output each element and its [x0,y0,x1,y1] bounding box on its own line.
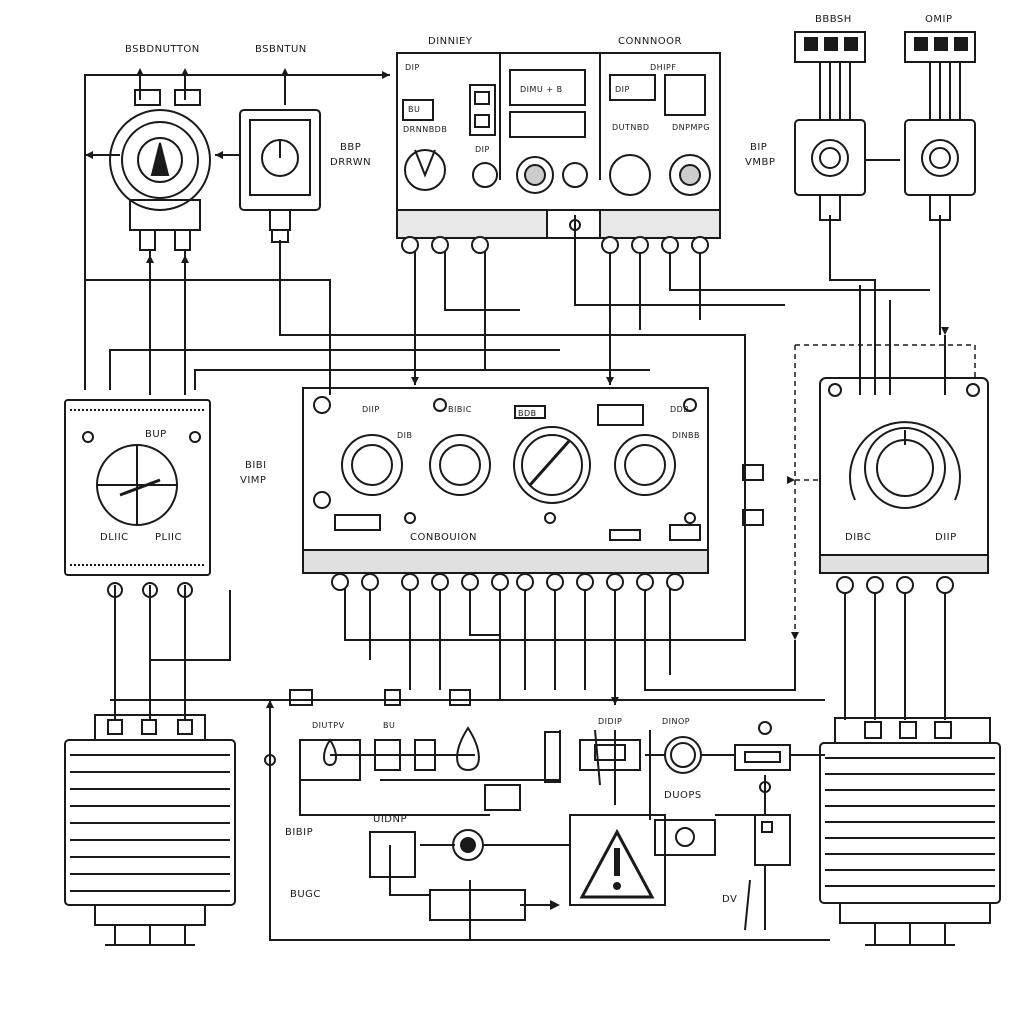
wires [84,74,946,941]
main-control-panel [302,387,709,591]
label-mid-left-b: VIMP [240,475,266,486]
label-bot-5: UIDNP [373,814,407,825]
label-bot-2: BU [383,721,395,730]
label-ctl-9: DNPMPG [672,123,710,132]
label-main-5: DIB [397,431,413,440]
right-dial-controller [819,377,989,594]
label-bot-6: DUOPS [664,790,702,801]
label-top-center: DINNIEY [428,36,473,47]
dashed-wires [794,344,976,640]
warning-icon [579,828,655,899]
label-panel-left-bl: DLIIC [100,532,129,543]
label-bot-3: DIDIP [598,717,622,726]
label-main-caption: CONBOUION [410,532,477,543]
label-bot-7: BIBIP [285,827,313,838]
label-side-bbp: BBP [340,142,361,153]
label-ctl-1: DIP [405,63,420,72]
label-side-drrwn: DRRWN [330,157,371,168]
label-right-vmbp: VMBP [745,157,775,168]
label-ctl-4: DRNNBDB [403,125,447,134]
left-heatsink-module [64,714,236,946]
label-top-right-b: OMIP [925,14,952,25]
top-right-units [794,31,976,221]
label-panel-left-br: PLIIC [155,532,182,543]
fuse-links [742,464,764,526]
label-bot-1: DIUTPV [312,721,345,730]
label-right-panel-br: DIIP [935,532,957,543]
labels: BSBDNUTTON BSBNTUN DINNIEY CONNNOOR BBBS… [100,14,957,905]
label-ctl-8: DUTNBD [612,123,650,132]
label-top-right-a: BBBSH [815,14,852,25]
label-bot-9: DV [722,894,737,905]
label-top-center-right: CONNNOOR [618,36,682,47]
label-ctl-6: DIP [615,85,630,94]
label-ctl-3: BU [408,105,420,114]
label-main-3: BDB [518,409,537,418]
box-sensor [239,109,321,243]
right-heatsink-module [819,717,1001,946]
bottom-schematic [264,689,791,921]
label-panel-left-top: BUP [145,429,167,440]
label-right-bip: BIP [750,142,767,153]
label-main-1: DIIP [362,405,380,414]
arrowheads [85,68,949,910]
label-main-2: BIBIC [448,405,472,414]
round-sensor [109,89,211,251]
droplet-icon [323,726,480,772]
label-main-4: DDB [670,405,689,414]
label-top-left-a: BSBDNUTTON [125,44,200,55]
label-mid-left-a: BIBI [245,460,267,471]
label-right-panel-bl: DIBC [845,532,871,543]
label-ctl-2: DIMU + B [520,85,563,94]
label-bot-4: DINOP [662,717,690,726]
label-top-left-b: BSBNTUN [255,44,307,55]
top-controller [396,52,721,254]
label-bot-8: BUGC [290,889,321,900]
left-gauge-panel [64,399,211,598]
label-ctl-5: DIP [475,145,490,154]
label-main-6: DINBB [672,431,700,440]
label-ctl-7: DHIPF [650,63,676,72]
